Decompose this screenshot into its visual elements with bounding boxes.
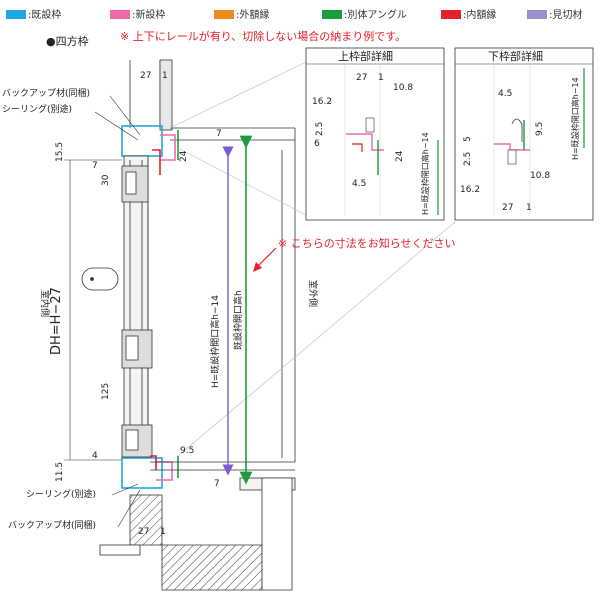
legend-swatch-existing-frame <box>6 10 26 19</box>
legend: :既設枠 :新設枠 :外額縁 :別体アングル :内額縁 :見切材 <box>6 8 582 21</box>
legend-label-outer-casing: :外額縁 <box>236 8 269 21</box>
dim-top-1: 1 <box>162 71 168 81</box>
label-backup-top: バックアップ材(同梱) <box>2 87 90 99</box>
detail-top-title: 上枠部詳細 <box>338 49 393 63</box>
label-outdoor: 室外側 <box>307 280 319 307</box>
dim-30: 30 <box>101 174 111 186</box>
detail-bottom-dim-4-5: 4.5 <box>498 89 512 99</box>
detail-bottom-dim-2-5: 2.5 <box>463 152 473 166</box>
note-mid: ※ こちらの寸法をお知らせください <box>278 236 456 250</box>
detail-top-dim-1: 1 <box>378 73 384 83</box>
detail-top-vlabel: H=既設枠開口高h−14 <box>420 132 430 215</box>
detail-bottom-title: 下枠部詳細 <box>488 49 543 63</box>
legend-label-new-frame: :新設枠 <box>132 8 165 21</box>
legend-swatch-separate-angle <box>322 10 342 19</box>
detail-bottom-dim-16-2: 16.2 <box>460 185 480 195</box>
dim-15-5: 15.5 <box>55 142 65 162</box>
label-sealing-top: シーリング(別途) <box>2 103 72 115</box>
detail-bottom-box: 下枠部詳細 4.5 9.5 5 2.5 10.8 16.2 27 1 H=既設枠… <box>454 47 594 221</box>
detail-top-dim-2-5: 2.5 <box>315 122 325 136</box>
dim-11-5: 11.5 <box>55 462 65 482</box>
detail-bottom-dim-5: 5 <box>463 136 473 142</box>
label-existing-opening: 既設枠開口高h <box>232 290 244 350</box>
detail-top-dim-27: 27 <box>356 73 367 83</box>
dim-125: 125 <box>101 383 111 400</box>
legend-label-trim: :見切材 <box>549 8 582 21</box>
legend-label-existing-frame: :既設枠 <box>28 8 61 21</box>
detail-top-dim-24: 24 <box>395 150 405 162</box>
legend-swatch-new-frame <box>110 10 130 19</box>
dim-7b: 7 <box>216 129 222 139</box>
legend-swatch-trim <box>527 10 547 19</box>
label-backup-bottom: バックアップ材(同梱) <box>8 519 96 531</box>
detail-bottom-dim-27: 27 <box>502 203 513 213</box>
main-section <box>81 59 296 591</box>
label-sealing-bottom: シーリング(別途) <box>26 488 96 500</box>
detail-bottom-dim-9-5: 9.5 <box>535 122 545 136</box>
legend-label-inner-casing: :内額縁 <box>463 8 496 21</box>
legend-label-separate-angle: :別体アングル <box>344 8 407 21</box>
detail-bottom-dim-1: 1 <box>526 203 532 213</box>
dim-9-5: 9.5 <box>180 446 194 456</box>
dim-top-width: 27 <box>140 71 151 81</box>
dim-bottom-width: 27 <box>138 527 149 537</box>
label-h-opening: H=既設枠開口高h−14 <box>209 295 221 388</box>
detail-bottom-dim-10-8: 10.8 <box>530 171 550 181</box>
legend-swatch-outer-casing <box>214 10 234 19</box>
detail-top-dim-6: 6 <box>314 139 320 149</box>
dim-24: 24 <box>179 150 189 162</box>
section-heading: ●四方枠 <box>46 34 89 48</box>
detail-bottom-vlabel: H=既設枠開口高h−14 <box>570 77 580 160</box>
dim-bottom-1: 1 <box>160 527 166 537</box>
label-indoor: 室内側 <box>39 290 51 317</box>
detail-top-dim-10-8: 10.8 <box>393 83 413 93</box>
detail-top-box: 上枠部詳細 27 1 10.8 16.2 2.5 6 24 4.5 H=既設枠開… <box>305 47 445 221</box>
note-top: ※ 上下にレールが有り、切除しない場合の納まり例です。 <box>120 29 406 43</box>
legend-swatch-inner-casing <box>441 10 461 19</box>
dim-4: 4 <box>92 451 98 461</box>
detail-top-dim-16-2: 16.2 <box>312 97 332 107</box>
label-dh: DH=H−27 <box>49 287 64 355</box>
dim-7a: 7 <box>92 161 98 171</box>
dim-7c: 7 <box>214 479 220 489</box>
detail-top-dim-4-5: 4.5 <box>352 179 366 189</box>
